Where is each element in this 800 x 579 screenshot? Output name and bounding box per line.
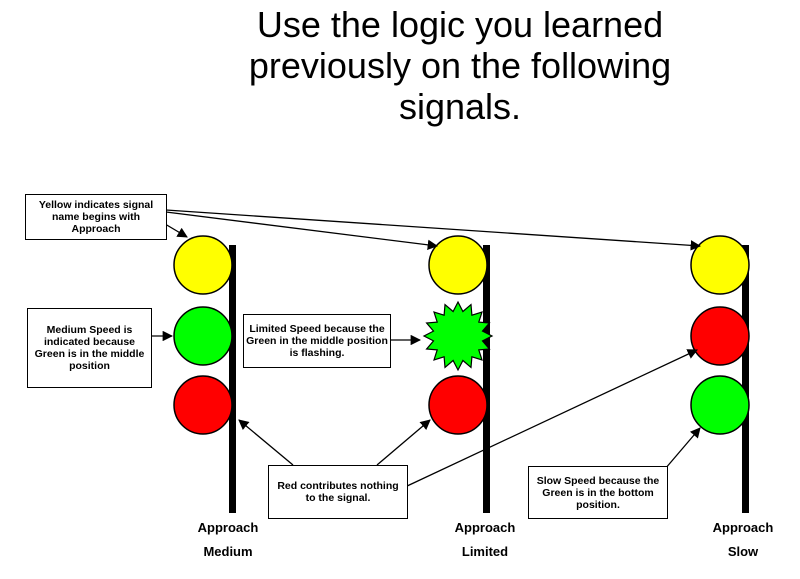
- lamp-yellow-slow: [690, 235, 750, 295]
- signal-label-medium-line2: Medium: [203, 544, 253, 559]
- callout-red-text: Red contributes nothing to the signal.: [277, 480, 399, 504]
- arrow-yellow-to-limited: [165, 211, 439, 250]
- arrow-slow-to-green: [664, 427, 701, 470]
- callout-yellow-text: Yellow indicates signal name begins with…: [38, 199, 154, 235]
- callout-yellow: Yellow indicates signal name begins with…: [25, 194, 167, 240]
- arrow-red-to-limited: [376, 419, 431, 466]
- title-line-2: previously on the following: [248, 45, 672, 86]
- callout-slow-speed: Slow Speed because the Green is in the b…: [528, 466, 668, 519]
- callout-slow-text: Slow Speed because the Green is in the b…: [536, 474, 660, 511]
- lamp-flashing-green-limited: [422, 300, 494, 372]
- arrow-red-to-medium: [238, 419, 294, 466]
- signal-pole-slow: [742, 245, 749, 513]
- signal-label-slow: Approach Slow: [688, 516, 798, 564]
- callout-limited-speed: Limited Speed because the Green in the m…: [243, 314, 391, 368]
- signal-label-limited-line2: Limited: [461, 544, 509, 559]
- callout-medium-speed: Medium Speed is indicated because Green …: [27, 308, 152, 388]
- callout-limited-text: Limited Speed because the Green in the m…: [246, 323, 388, 359]
- signal-label-slow-line1: Approach: [712, 520, 774, 535]
- lamp-red-medium: [173, 375, 233, 435]
- callout-red: Red contributes nothing to the signal.: [268, 465, 408, 519]
- callout-medium-text: Medium Speed is indicated because Green …: [34, 324, 145, 372]
- lamp-yellow-limited: [428, 235, 488, 295]
- arrow-red-to-slow: [404, 349, 698, 488]
- signal-label-medium-line1: Approach: [197, 520, 259, 535]
- title-line-1: Use the logic you learned: [256, 4, 664, 45]
- lamp-yellow-medium: [173, 235, 233, 295]
- signal-label-medium: Approach Medium: [173, 516, 283, 564]
- signal-pole-medium: [229, 245, 236, 513]
- signal-label-slow-line2: Slow: [727, 544, 759, 559]
- arrow-yellow-to-slow: [165, 209, 702, 251]
- lamp-green-medium: [173, 306, 233, 366]
- signal-pole-limited: [483, 245, 490, 513]
- page-title: Use the logic you learned previously on …: [190, 4, 730, 127]
- signal-label-limited: Approach Limited: [430, 516, 540, 564]
- title-line-3: signals.: [398, 86, 522, 127]
- lamp-red-slow: [690, 306, 750, 366]
- lamp-red-limited: [428, 375, 488, 435]
- signal-label-limited-line1: Approach: [454, 520, 516, 535]
- lamp-green-slow: [690, 375, 750, 435]
